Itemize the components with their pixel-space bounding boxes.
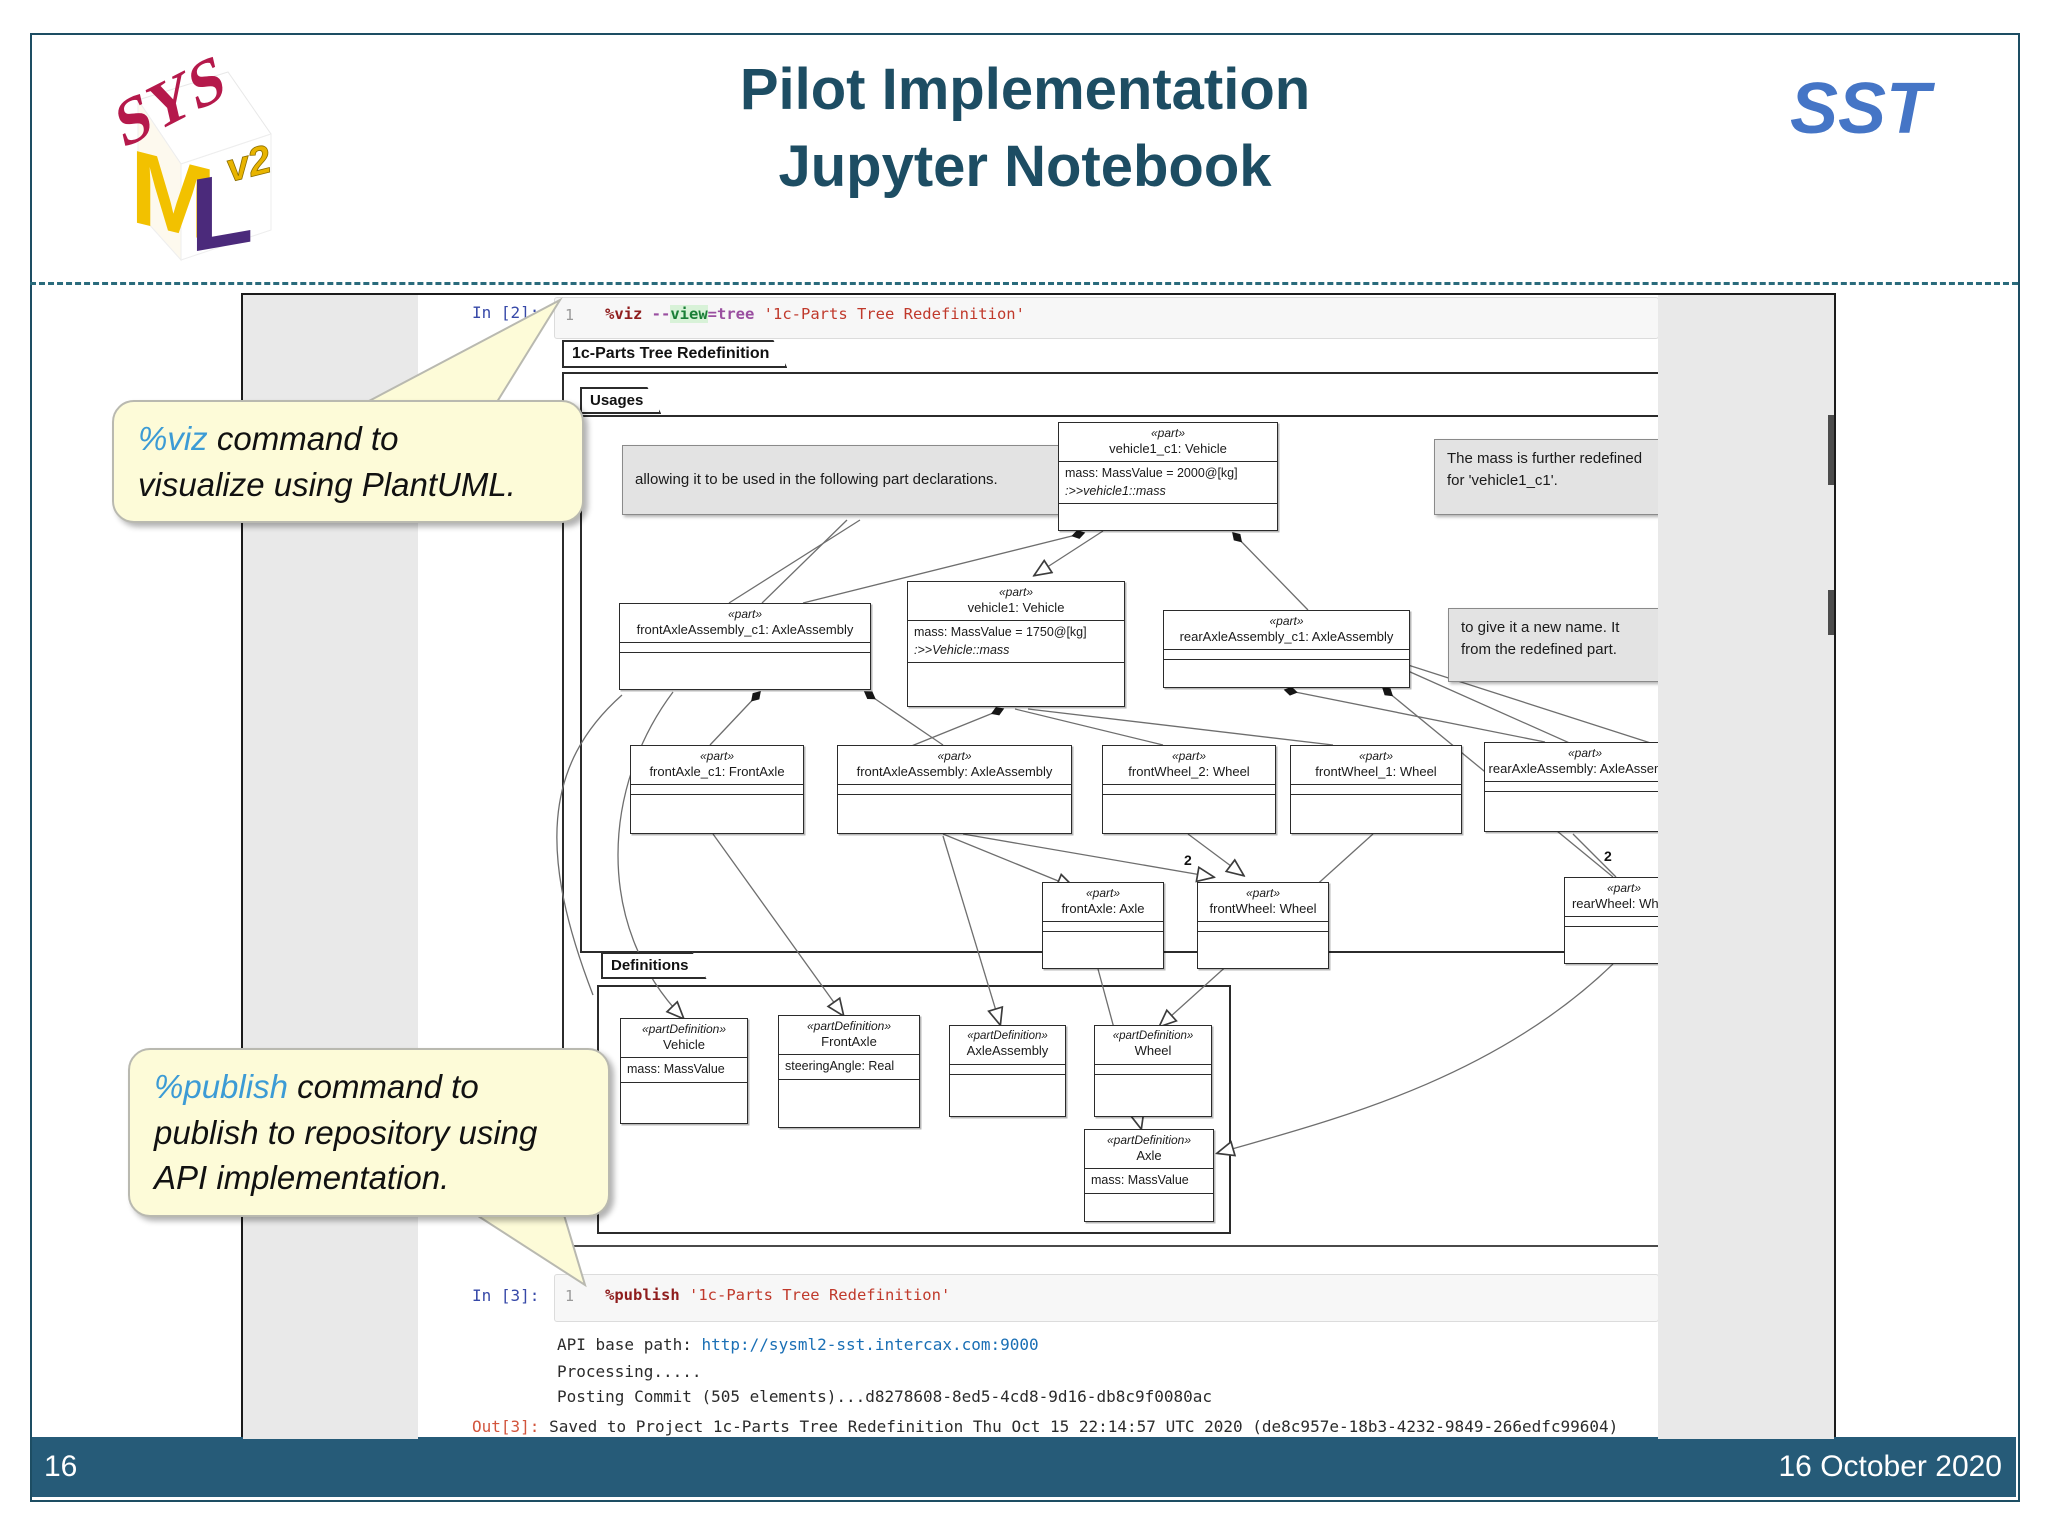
part-box-frontaxleassembly: «part»frontAxleAssembly: AxleAssembly xyxy=(837,745,1072,834)
svg-text:L: L xyxy=(190,148,254,272)
diagram-tab-main[interactable]: 1c-Parts Tree Redefinition xyxy=(562,340,787,368)
output-saved-line: Out[3]: Saved to Project 1c-Parts Tree R… xyxy=(472,1417,1619,1436)
sst-badge: SST xyxy=(1790,69,1931,149)
def-box-axle: «partDefinition»Axle mass: MassValue xyxy=(1084,1129,1214,1222)
svg-text:v2: v2 xyxy=(222,137,276,190)
part-box-vehicle1: «part»vehicle1: Vehicle mass: MassValue … xyxy=(907,581,1125,707)
part-box-frontaxleassembly-c1: «part»frontAxleAssembly_c1: AxleAssembly xyxy=(619,603,871,690)
part-box-frontwheel-2: «part»frontWheel_2: Wheel xyxy=(1102,745,1276,834)
slide-date: 16 October 2020 xyxy=(1778,1450,2003,1483)
note-part-declarations: allowing it to be used in the following … xyxy=(622,445,1068,515)
sysml-v2-logo-icon: SYS M L v2 xyxy=(110,42,276,272)
header-separator xyxy=(30,282,2018,285)
def-box-frontaxle: «partDefinition»FrontAxle steeringAngle:… xyxy=(778,1015,920,1128)
in2-cell-input[interactable] xyxy=(554,297,1659,339)
in2-line-number: 1 xyxy=(565,306,575,324)
callout-publish-line3: API implementation. xyxy=(154,1159,450,1197)
part-box-vehicle1-c1: «part»vehicle1_c1: Vehicle mass: MassVal… xyxy=(1058,422,1278,531)
callout-viz-line1: %viz command to xyxy=(138,420,399,457)
part-box-frontwheel: «part»frontWheel: Wheel xyxy=(1197,882,1329,969)
page-number: 16 xyxy=(44,1450,78,1483)
scrollbar-thumb[interactable] xyxy=(1828,415,1834,485)
part-box-rearaxleassembly-c1: «part»rearAxleAssembly_c1: AxleAssembly xyxy=(1163,610,1410,688)
title-line-1: Pilot Implementation xyxy=(739,57,1311,122)
part-box-frontaxle-c1: «part»frontAxle_c1: FrontAxle xyxy=(630,745,804,834)
callout-publish-line2: publish to repository using xyxy=(154,1113,538,1151)
notebook-right-margin xyxy=(1658,295,1834,1439)
in3-line-number: 1 xyxy=(565,1287,575,1305)
tab-usages[interactable]: Usages xyxy=(580,387,661,414)
output-api-base-path: API base path: http://sysml2-sst.interca… xyxy=(557,1335,1039,1354)
in3-cell-input[interactable] xyxy=(554,1274,1659,1322)
in2-code-line[interactable]: %viz --view=tree '1c-Parts Tree Redefini… xyxy=(605,305,1025,323)
part-box-frontaxle: «part»frontAxle: Axle xyxy=(1042,882,1164,969)
multiplicity-label: 2 xyxy=(1604,848,1612,864)
in3-code-line[interactable]: %publish '1c-Parts Tree Redefinition' xyxy=(605,1286,951,1304)
in2-prompt: In [2]: xyxy=(472,303,540,322)
tab-definitions[interactable]: Definitions xyxy=(601,952,707,979)
callout-viz: %viz command to visualize using PlantUML… xyxy=(112,400,584,524)
output-processing: Processing..... xyxy=(557,1362,702,1381)
publish-magic: %publish xyxy=(605,1286,680,1304)
out2-prompt: Out[ xyxy=(472,341,511,360)
callout-viz-line2: visualize using PlantUML. xyxy=(138,465,516,503)
callout-publish: %publish command to publish to repositor… xyxy=(128,1048,610,1217)
part-box-rearaxleassembly: «part»rearAxleAssembly: AxleAssembly xyxy=(1484,742,1686,832)
output-posting-commit: Posting Commit (505 elements)...d8278608… xyxy=(557,1387,1213,1406)
in3-prompt: In [3]: xyxy=(472,1286,540,1305)
def-box-wheel: «partDefinition»Wheel xyxy=(1094,1025,1212,1117)
def-box-vehicle: «partDefinition»Vehicle mass: MassValue xyxy=(620,1018,748,1124)
viz-magic: %viz xyxy=(605,305,643,323)
callout-publish-line1: %publish command to xyxy=(154,1068,479,1105)
diagram-output-bottom-border xyxy=(562,1245,1659,1247)
def-box-axleassembly: «partDefinition»AxleAssembly xyxy=(949,1025,1066,1117)
slide-title: Pilot Implementation Jupyter Notebook xyxy=(450,52,1600,205)
multiplicity-label: 2 xyxy=(1184,852,1192,868)
out3-prompt: Out[3]: xyxy=(472,1417,540,1436)
title-line-2: Jupyter Notebook xyxy=(778,133,1272,199)
api-url-link[interactable]: http://sysml2-sst.intercax.com:9000 xyxy=(701,1335,1039,1354)
part-box-frontwheel-1: «part»frontWheel_1: Wheel xyxy=(1290,745,1462,834)
svg-text:M: M xyxy=(130,127,217,265)
note-mass-redefined: The mass is further redefined for 'vehic… xyxy=(1434,439,1700,515)
diagram-frame-top xyxy=(562,372,1659,374)
footer-bar xyxy=(32,1437,2016,1497)
scrollbar-thumb[interactable] xyxy=(1828,590,1834,635)
